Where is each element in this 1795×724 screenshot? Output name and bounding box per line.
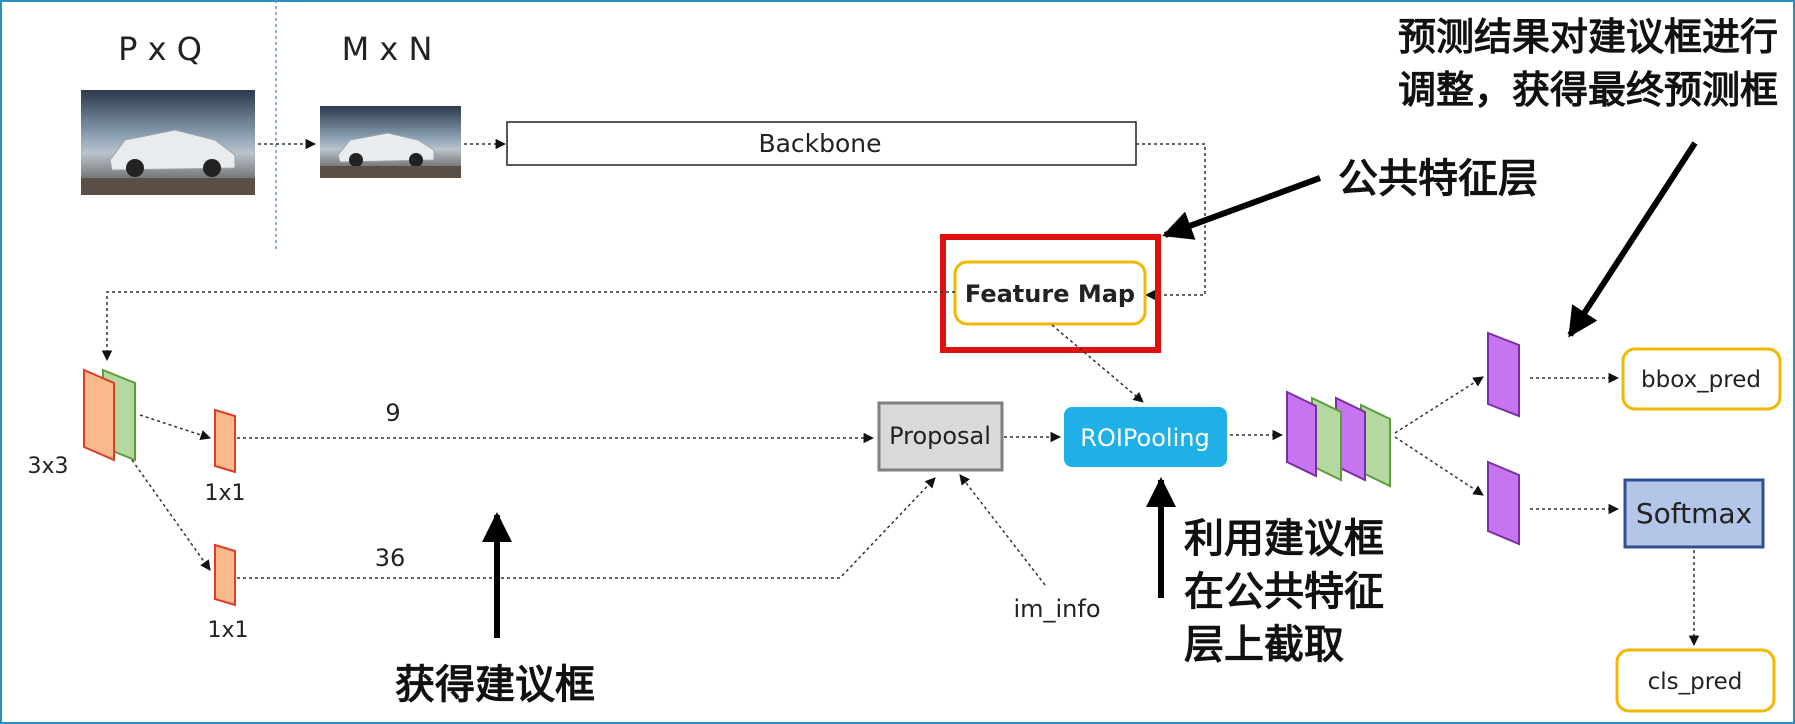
conv1x1-bottom-block xyxy=(214,543,236,607)
bbox-pred-label: bbox_pred xyxy=(1641,367,1761,393)
feature-map-label: Feature Map xyxy=(965,280,1135,308)
resized-size-label: M x N xyxy=(342,30,433,68)
annotation-get-proposals: 获得建议框 xyxy=(395,662,595,708)
anchors-score-label: 9 xyxy=(385,399,400,427)
roipooling-label: ROIPooling xyxy=(1080,424,1209,452)
arrow-feature-map-to-conv xyxy=(101,291,955,362)
roipooling-box xyxy=(1064,407,1227,467)
proposal-label: Proposal xyxy=(889,422,991,450)
arrow-iminfo-to-proposal xyxy=(959,474,1046,586)
annotation-crop-line1: 利用建议框 xyxy=(1184,516,1384,562)
arrow-features-to-cls-branch xyxy=(1394,436,1484,496)
conv3x3-block xyxy=(83,368,136,462)
cls-pred-box xyxy=(1615,648,1776,713)
backbone-box xyxy=(506,121,1137,166)
annotation-shared-layer: 公共特征层 xyxy=(1338,156,1538,202)
conv3x3-label: 3x3 xyxy=(27,454,68,479)
annotation-refine-line1: 预测结果对建议框进行 xyxy=(1398,15,1778,59)
conv1x1-bottom-label: 1x1 xyxy=(207,618,248,643)
input-size-label: P x Q xyxy=(118,30,202,68)
arrow-conv-to-1x1-top xyxy=(139,414,211,441)
feature-map-highlight xyxy=(940,234,1161,353)
feature-map-box xyxy=(953,260,1147,326)
annotation-arrow-shared-layer xyxy=(1162,175,1322,240)
conv1x1-top-block xyxy=(214,408,236,474)
annotation-crop-line3: 层上截取 xyxy=(1184,622,1344,668)
arrow-features-to-bbox-branch xyxy=(1394,376,1484,434)
anchors-reg-label: 36 xyxy=(375,544,406,572)
annotation-arrow-refine xyxy=(1567,141,1698,338)
pooled-features xyxy=(1286,390,1391,488)
cls-pred-label: cls_pred xyxy=(1648,669,1743,695)
softmax-label: Softmax xyxy=(1636,497,1752,530)
cls-fc-block xyxy=(1487,460,1520,546)
annotation-refine-line2: 调整，获得最终预测框 xyxy=(1398,68,1778,112)
annotation-crop-line2: 在公共特征 xyxy=(1184,569,1384,615)
bbox-pred-box xyxy=(1621,347,1782,411)
conv1x1-top-label: 1x1 xyxy=(204,481,245,506)
softmax-box xyxy=(1623,478,1765,549)
resized-image xyxy=(320,106,461,178)
backbone-label: Backbone xyxy=(758,129,881,158)
bbox-fc-block xyxy=(1487,331,1520,418)
input-image xyxy=(81,90,255,195)
proposal-box xyxy=(877,401,1004,472)
arrow-feature-map-to-roipooling xyxy=(1051,324,1144,403)
arrow-conv-to-1x1-bottom xyxy=(131,459,211,571)
iminfo-label: im_info xyxy=(1013,595,1100,623)
arrow-reg-to-proposal xyxy=(237,477,936,579)
